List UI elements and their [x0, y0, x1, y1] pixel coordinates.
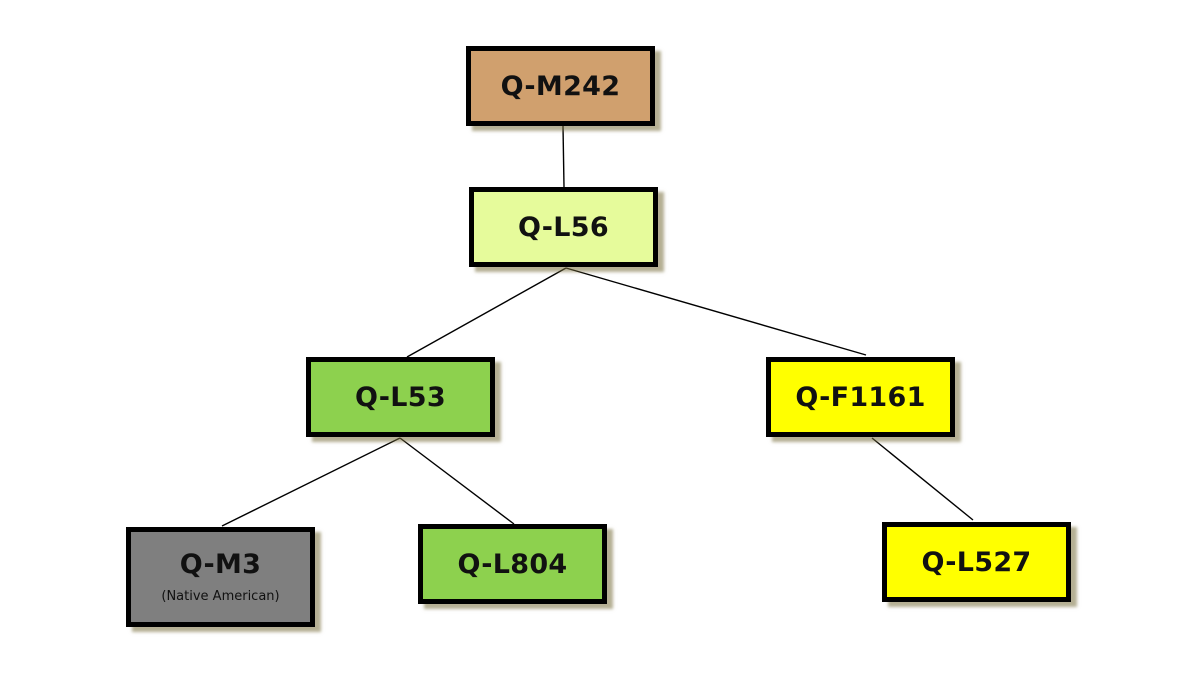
node-q-l56: Q-L56	[469, 187, 658, 267]
node-q-l53: Q-L53	[306, 357, 495, 437]
node-label: Q-L56	[518, 211, 609, 243]
node-q-m3: Q-M3 (Native American)	[126, 527, 315, 627]
node-label: Q-F1161	[795, 381, 926, 413]
node-label: Q-L527	[921, 546, 1032, 578]
edge-f1161-l527	[871, 437, 974, 521]
node-q-l804: Q-L804	[418, 524, 607, 604]
edge-m242-l56	[562, 125, 565, 188]
node-label: Q-M3	[179, 549, 262, 580]
edge-l56-l53	[406, 267, 567, 358]
edge-l56-f1161	[565, 267, 867, 356]
node-q-l527: Q-L527	[882, 522, 1071, 602]
edge-l53-l804	[399, 437, 515, 525]
node-q-f1161: Q-F1161	[766, 357, 955, 437]
node-label: Q-M242	[500, 70, 621, 102]
node-q-m242: Q-M242	[466, 46, 655, 126]
node-label: Q-L804	[457, 548, 568, 580]
node-sublabel: (Native American)	[161, 589, 280, 604]
edge-l53-m3	[221, 437, 401, 527]
node-label: Q-L53	[355, 381, 446, 413]
